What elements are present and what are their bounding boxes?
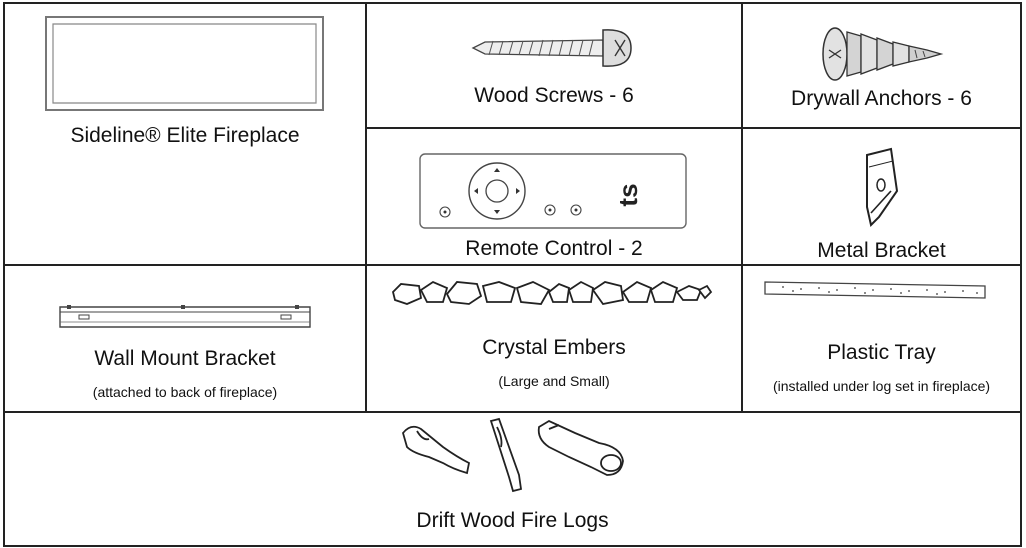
- grid-border-left: [3, 2, 5, 547]
- wall-mount-bracket-icon: [59, 305, 311, 330]
- wood-screw-icon: [471, 24, 635, 74]
- drift-wood-logs-icon: [399, 417, 629, 497]
- plastic-tray-icon: [763, 278, 987, 300]
- part-plastic-tray-cell: Plastic Tray (installed under log set in…: [743, 266, 1020, 411]
- part-wood-screws-cell: Wood Screws - 6: [367, 4, 741, 127]
- crystal-embers-label: Crystal Embers: [482, 336, 626, 359]
- part-fireplace-cell: Sideline® Elite Fireplace: [5, 4, 365, 264]
- wall-mount-bracket-label: Wall Mount Bracket: [94, 347, 276, 370]
- metal-bracket-icon: [861, 147, 901, 229]
- wall-mount-bracket-note: (attached to back of fireplace): [92, 384, 278, 400]
- drywall-anchor-icon: [821, 24, 945, 84]
- part-crystal-embers-cell: Crystal Embers (Large and Small): [367, 266, 741, 411]
- remote-logo: ts: [613, 183, 643, 206]
- crystal-embers-icon: [389, 278, 713, 308]
- drywall-anchors-label: Drywall Anchors - 6: [791, 87, 972, 110]
- grid-border-bottom: [3, 545, 1022, 547]
- grid-divider-row-bottom: [3, 411, 1022, 413]
- grid-divider-row-middle: [3, 264, 1022, 266]
- fireplace-icon: [45, 16, 325, 112]
- part-drywall-anchors-cell: Drywall Anchors - 6: [743, 4, 1020, 127]
- plastic-tray-note: (installed under log set in fireplace): [772, 378, 991, 394]
- part-remote-control-cell: ts Remote Control - 2: [367, 129, 741, 264]
- remote-control-label: Remote Control - 2: [465, 237, 643, 260]
- grid-divider-col-1: [365, 2, 367, 412]
- remote-control-icon: ts: [419, 153, 687, 229]
- plastic-tray-label: Plastic Tray: [827, 341, 936, 364]
- crystal-embers-note: (Large and Small): [498, 373, 610, 389]
- grid-border-right: [1020, 2, 1022, 547]
- grid-divider-row-top-right: [365, 127, 1022, 129]
- metal-bracket-label: Metal Bracket: [817, 239, 946, 262]
- grid-border-top: [3, 2, 1022, 4]
- grid-divider-col-2: [741, 2, 743, 412]
- fireplace-label: Sideline® Elite Fireplace: [70, 124, 300, 147]
- part-wall-mount-bracket-cell: Wall Mount Bracket (attached to back of …: [5, 266, 365, 411]
- wood-screws-label: Wood Screws - 6: [474, 84, 634, 107]
- drift-wood-logs-label: Drift Wood Fire Logs: [416, 509, 609, 532]
- part-drift-wood-logs-cell: Drift Wood Fire Logs: [5, 413, 1020, 545]
- part-metal-bracket-cell: Metal Bracket: [743, 129, 1020, 264]
